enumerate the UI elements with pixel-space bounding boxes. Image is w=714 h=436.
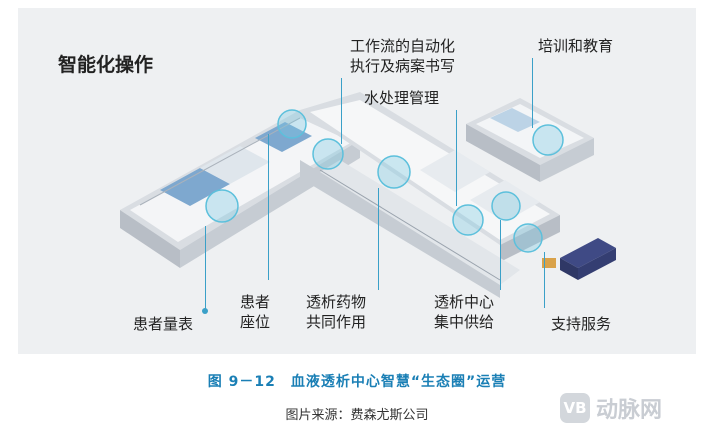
leader-seat bbox=[268, 134, 269, 280]
circle-patient-weigh bbox=[205, 189, 239, 223]
watermark-logo-icon: VB bbox=[560, 393, 590, 423]
label-training: 培训和教育 bbox=[538, 37, 614, 55]
leader-water bbox=[456, 110, 457, 206]
circle-drug bbox=[377, 155, 411, 189]
leader-training bbox=[532, 58, 533, 128]
dot-patient-weigh bbox=[202, 308, 208, 314]
leader-patient-weigh bbox=[205, 226, 206, 310]
watermark-text: 动脉网 bbox=[596, 398, 663, 423]
highlight-circles bbox=[205, 109, 564, 253]
circle-seat bbox=[277, 109, 307, 139]
circle-support bbox=[513, 223, 543, 253]
right-wing bbox=[300, 92, 560, 298]
leader-workflow bbox=[341, 78, 342, 144]
label-supply: 透析中心 集中供给 bbox=[434, 293, 495, 331]
leader-drug bbox=[378, 188, 379, 290]
figure-caption: 图 9－12 血液透析中心智慧“生态圈”运营 bbox=[207, 374, 507, 390]
circle-workflow bbox=[312, 138, 344, 170]
circle-training bbox=[532, 124, 564, 156]
leader-supply bbox=[500, 220, 501, 290]
circle-water bbox=[452, 204, 484, 236]
heading: 智能化操作 bbox=[58, 54, 154, 76]
label-support: 支持服务 bbox=[551, 315, 612, 333]
label-workflow: 工作流的自动化 执行及病案书写 bbox=[350, 37, 456, 75]
floorplan-illustration bbox=[120, 92, 616, 298]
leader-support bbox=[544, 252, 545, 308]
label-patient-weigh: 患者量表 bbox=[133, 315, 194, 333]
watermark: VB 动脉网 bbox=[560, 392, 662, 424]
support-truck bbox=[542, 238, 616, 280]
label-water: 水处理管理 bbox=[364, 89, 440, 107]
label-drug: 透析药物 共同作用 bbox=[306, 293, 367, 331]
label-seat: 患者 座位 bbox=[240, 293, 271, 331]
circle-supply bbox=[491, 191, 521, 221]
image-source: 图片来源：费森尤斯公司 bbox=[285, 408, 429, 423]
training-building bbox=[466, 98, 594, 182]
